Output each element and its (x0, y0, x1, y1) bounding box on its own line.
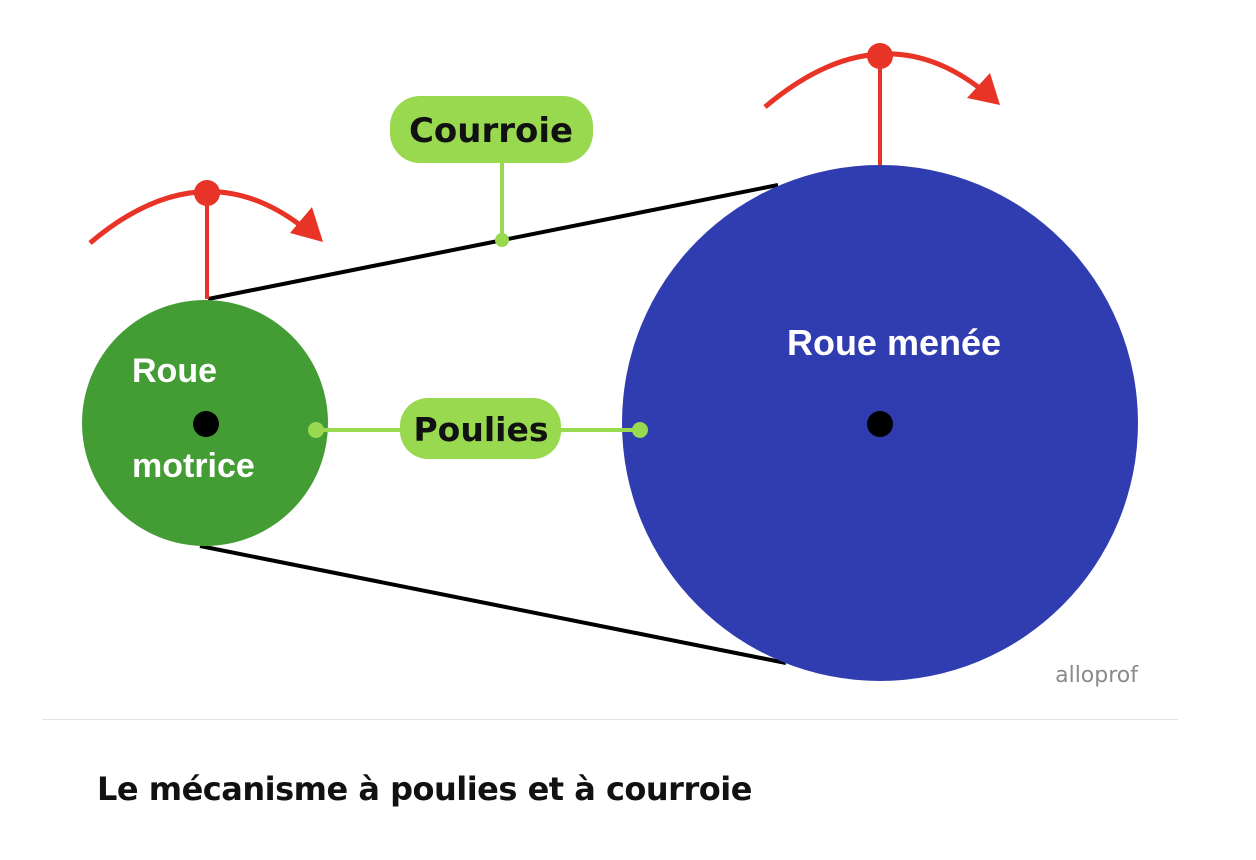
belt-label-box (390, 96, 593, 163)
figure-caption: Le mécanisme à poulies et à courroie (97, 770, 752, 808)
belt-label: Courroie (409, 111, 573, 151)
belt-top (207, 183, 779, 301)
driver-wheel-label-2: motrice (132, 447, 255, 485)
pulleys-label-box (400, 398, 561, 459)
driver-axle (193, 411, 219, 437)
divider (42, 719, 1178, 720)
pulleys-label: Poulies (414, 410, 549, 449)
belt-label-dot (495, 233, 509, 247)
pulley-belt-diagram: Roue motrice Roue menée Courroie Poulies… (82, 43, 1139, 688)
driven-axle (867, 411, 893, 437)
belt-bottom (199, 544, 787, 665)
driven-rotation-arrow-icon (763, 43, 1000, 165)
pulleys-dot-left (308, 422, 324, 438)
driver-wheel-label-1: Roue (132, 352, 217, 390)
driven-wheel-label: Roue menée (787, 322, 1001, 363)
pulleys-dot-right (632, 422, 648, 438)
driver-rotation-arrow-icon (88, 180, 323, 299)
alloprof-watermark: alloprof (1055, 663, 1139, 688)
